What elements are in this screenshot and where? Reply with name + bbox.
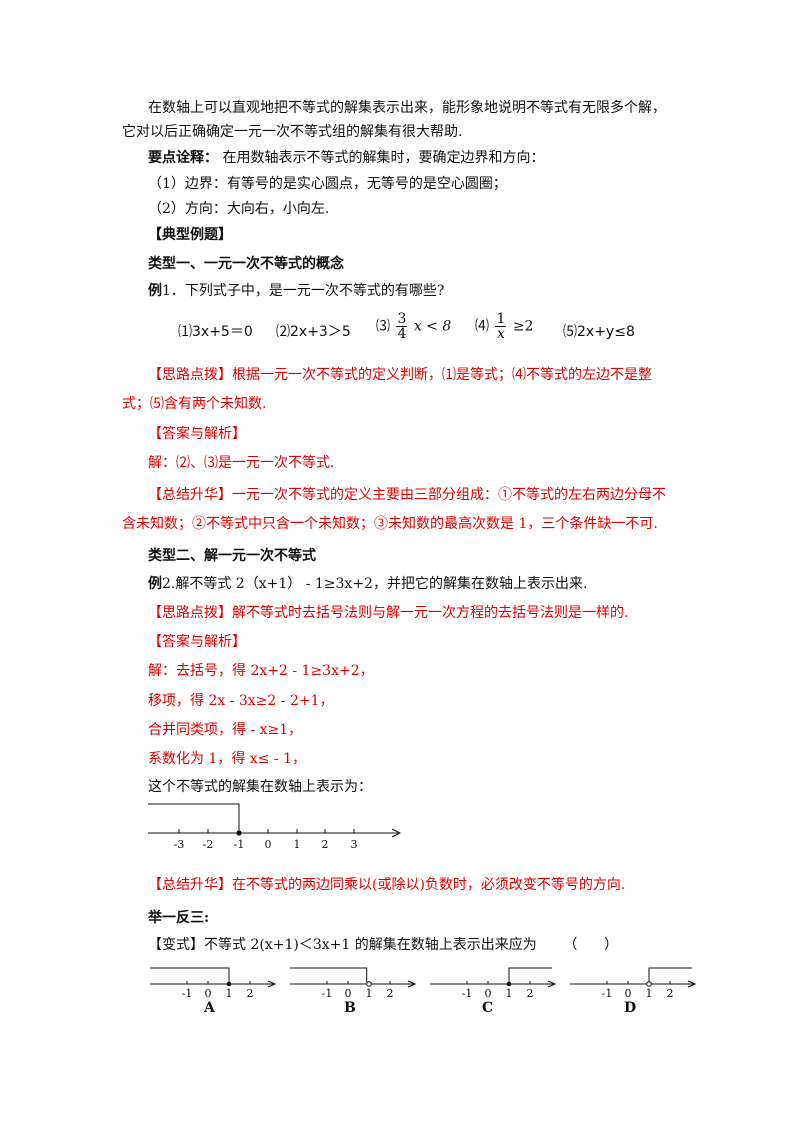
key-point-text: 在用数轴表示不等式的解集时，要确定边界和方向： [222, 150, 545, 166]
option-1: ⑴3x+5＝0 [178, 324, 253, 340]
option-b-number-line: -1 0 1 2 [290, 967, 417, 1000]
type2-step-2: 移项，得 2x - 3x≥2 - 2+1， [148, 693, 334, 709]
tick-label: 0 [485, 987, 492, 1000]
example-1-text: 1．下列式子中，是一元一次不等式的有哪些? [162, 283, 445, 299]
tick-label: 0 [345, 987, 352, 1000]
option-d-label: D [624, 1000, 637, 1016]
tick-label: 1 [366, 987, 373, 1000]
tick-label: -1 [234, 838, 245, 851]
tick-label: 1 [226, 987, 233, 1000]
key-point: 要点诠释： 在用数轴表示不等式的解集时，要确定边界和方向： [148, 148, 544, 168]
type2-step-4: 系数化为 1，得 x≤ - 1， [148, 751, 306, 767]
tick-label: 2 [667, 987, 674, 1000]
type1-hint-line-2: 式；⑸含有两个未知数. [122, 396, 267, 412]
tick-label: 1 [646, 987, 653, 1000]
type1-answer-label: 【答案与解析】 [148, 426, 246, 442]
option-3-suffix: x < 8 [413, 318, 452, 335]
option-5: ⑸2x+y≤8 [563, 324, 635, 340]
type1-heading: 类型一、一元一次不等式的概念 [148, 256, 344, 272]
key-point-label: 要点诠释： [148, 150, 218, 166]
type1-summary-line-1: 【总结升华】一元一次不等式的定义主要由三部分组成：①不等式的左右两边分母不 [148, 487, 666, 503]
type2-step-1: 解：去括号，得 2x+2 - 1≥3x+2， [148, 663, 374, 679]
example-2-number-line: -3 -2 -1 0 1 2 3 [148, 803, 402, 851]
section-typical: 【典型例题】 [148, 227, 232, 243]
option-b-label: B [344, 1000, 356, 1016]
intro-line-2: 它对以后正确确定一元一次不等式组的解集有很大帮助. [122, 124, 463, 140]
practice-heading: 举一反三: [148, 910, 210, 926]
tick-label: 3 [351, 838, 358, 851]
option-4-numerator: 1 [495, 311, 507, 327]
option-4-denominator: x [496, 326, 505, 342]
tick-label: -3 [174, 838, 185, 851]
solution-set-bracket [148, 803, 240, 833]
type2-answer-label: 【答案与解析】 [148, 634, 246, 650]
tick-label: -1 [462, 987, 473, 1000]
example-1: 例1．下列式子中，是一元一次不等式的有哪些? [148, 281, 444, 301]
tick-label: -1 [602, 987, 613, 1000]
type2-summary: 【总结升华】在不等式的两边同乘以(或除以)负数时，必须改变不等号的方向. [148, 877, 626, 893]
type2-heading: 类型二、解一元一次不等式 [148, 548, 316, 564]
tick-marks [178, 829, 355, 833]
numberline-caption: 这个不等式的解集在数轴上表示为： [148, 779, 372, 795]
tick-label: 0 [265, 838, 272, 851]
option-d-number-line: -1 0 1 2 [570, 967, 697, 1000]
option-3-prefix: ⑶ [376, 318, 390, 335]
tick-label: -1 [322, 987, 333, 1000]
option-c-number-line: -1 0 1 2 [430, 967, 557, 1000]
option-2: ⑵2x+3＞5 [276, 324, 351, 340]
example-1-label: 例 [148, 283, 162, 299]
example-2: 例2.解不等式 2（x+1） - 1≥3x+2，并把它的解集在数轴上表示出来. [148, 574, 587, 594]
example-2-label: 例 [148, 576, 162, 592]
tick-label: 2 [387, 987, 394, 1000]
tick-label: 2 [247, 987, 254, 1000]
type2-step-3: 合并同类项，得 - x≥1， [148, 722, 303, 738]
example-2-text: 2.解不等式 2（x+1） - 1≥3x+2，并把它的解集在数轴上表示出来. [162, 576, 588, 592]
tick-label: 2 [322, 838, 329, 851]
type1-hint-line-1: 【思路点拨】根据一元一次不等式的定义判断，⑴是等式；⑷不等式的左边不是整 [148, 367, 652, 383]
option-c-label: C [482, 1000, 494, 1016]
key-point-item-2: （2）方向：大向右，小向左. [148, 201, 330, 217]
option-a-number-line: -1 0 1 2 [150, 967, 277, 1000]
option-4-suffix: ≥2 [512, 318, 534, 335]
type1-answer: 解：⑵、⑶是一元一次不等式. [148, 455, 335, 471]
option-a-label: A [204, 1000, 215, 1016]
key-point-item-1: （1）边界：有等号的是实心圆点，无等号的是空心圆圈； [148, 176, 507, 192]
tick-label: 1 [294, 838, 301, 851]
option-3-numerator: 3 [396, 311, 408, 327]
tick-label: -1 [182, 987, 193, 1000]
tick-label: -2 [203, 838, 214, 851]
option-3-denominator: 4 [397, 326, 407, 342]
tick-label: 0 [205, 987, 212, 1000]
tick-label: 0 [625, 987, 632, 1000]
axis-arrow [391, 828, 402, 838]
tick-label: 2 [527, 987, 534, 1000]
type2-hint: 【思路点拨】解不等式时去括号法则与解一元一次方程的去括号法则是一样的. [148, 605, 629, 621]
practice-question: 【变式】不等式 2(x+1)＜3x+1 的解集在数轴上表示出来应为 （ ） [148, 937, 619, 953]
tick-label: 1 [506, 987, 513, 1000]
type1-summary-line-2: 含未知数；②不等式中只含一个未知数；③未知数的最高次数是 1，三个条件缺一不可. [122, 516, 658, 532]
intro-line-1: 在数轴上可以直观地把不等式的解集表示出来，能形象地说明不等式有无限多个解， [148, 100, 666, 116]
option-4-prefix: ⑷ [475, 318, 489, 335]
solid-endpoint [236, 830, 242, 836]
